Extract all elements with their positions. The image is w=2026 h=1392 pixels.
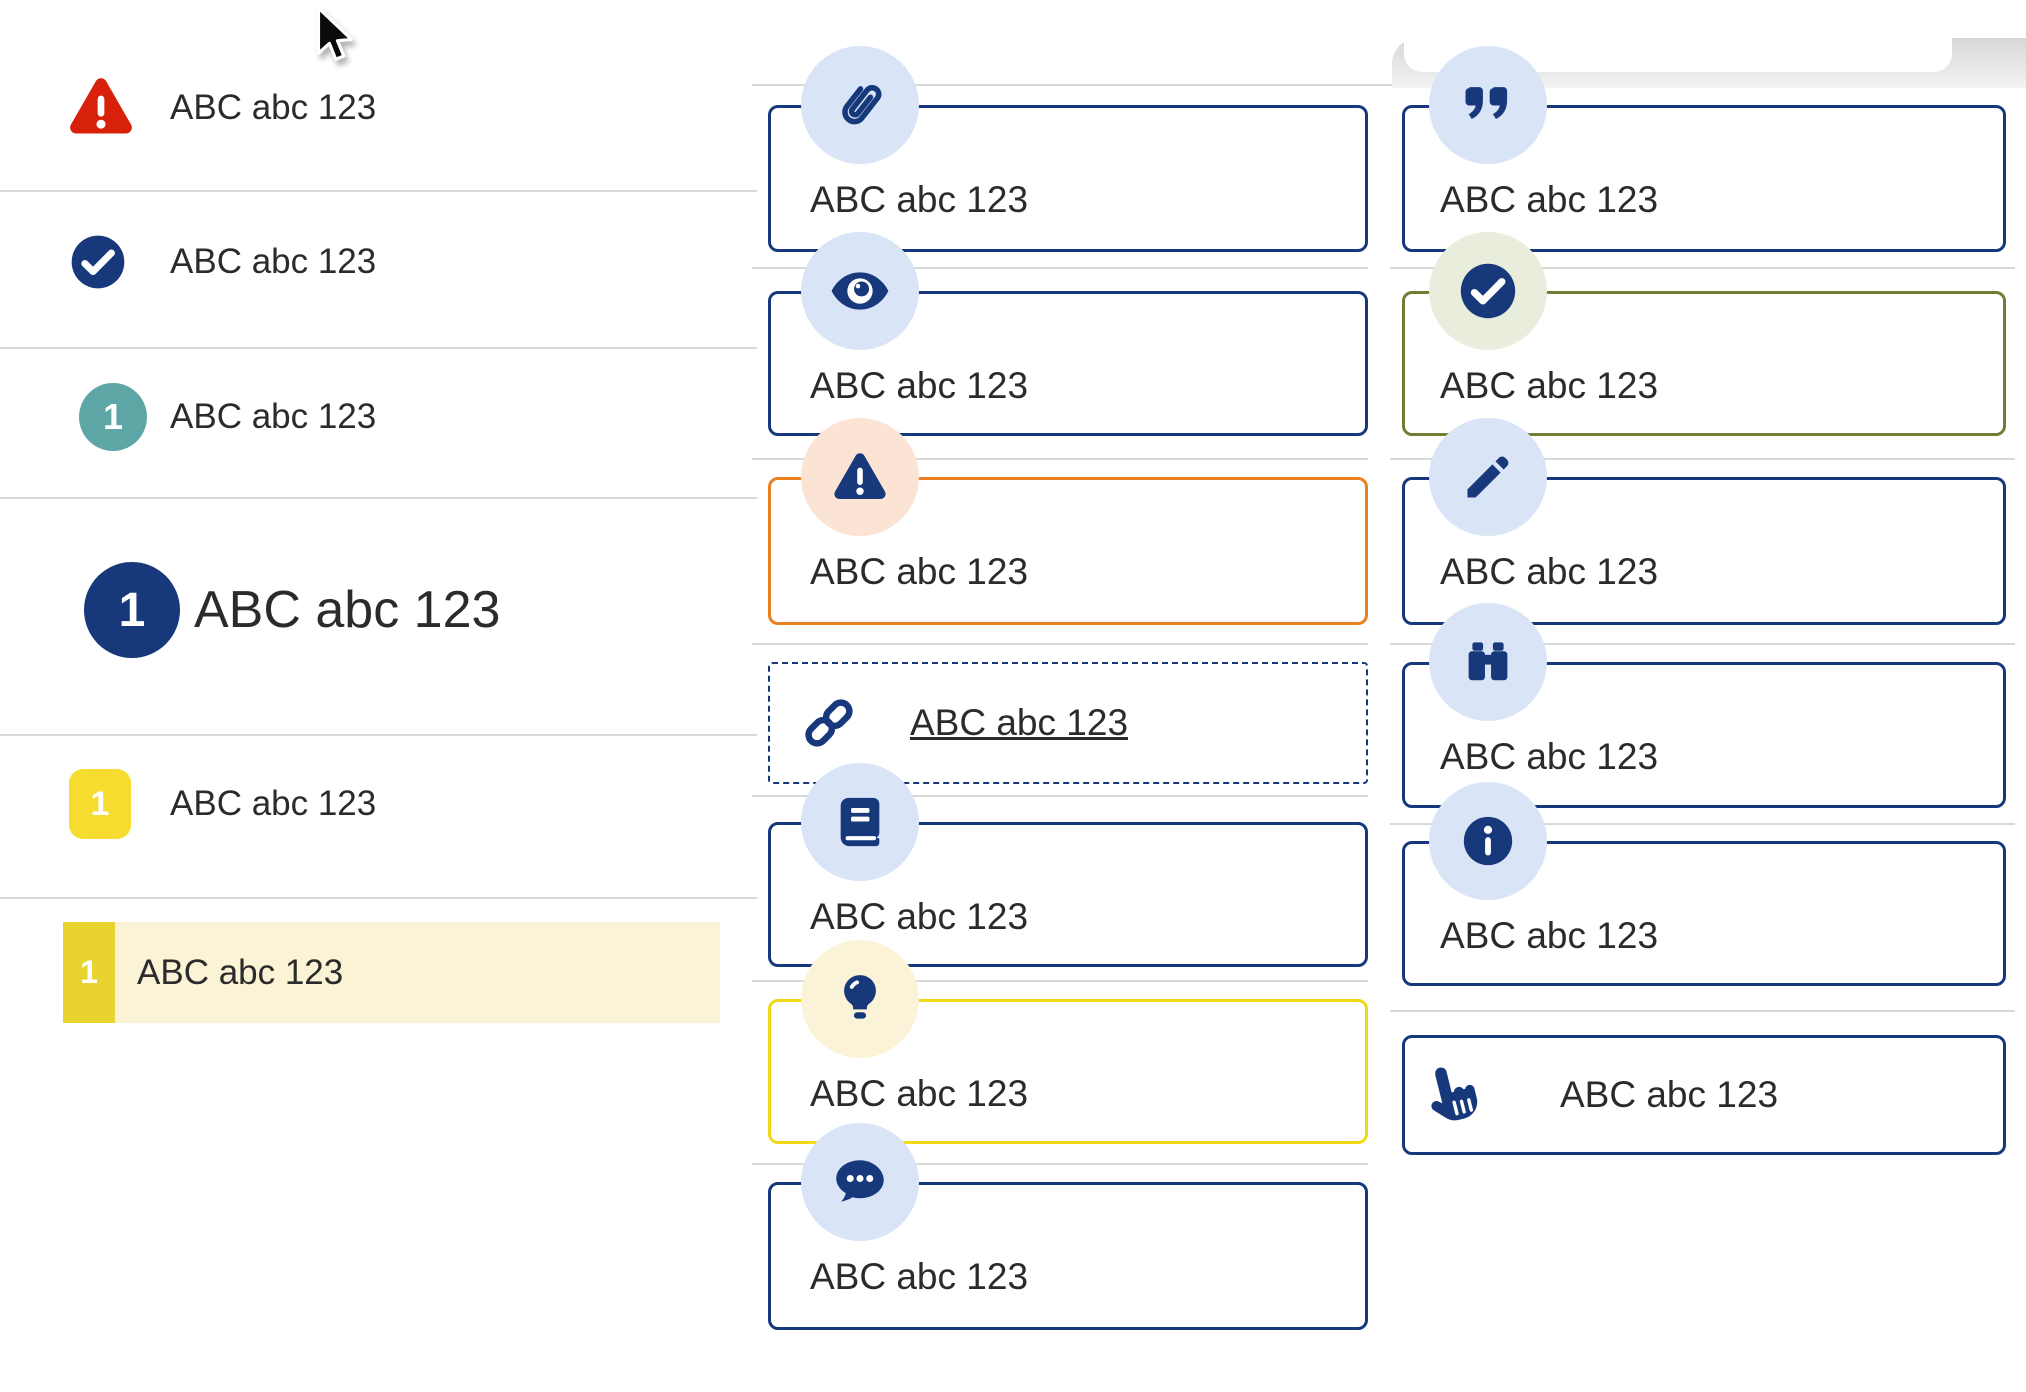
badge-number: 1 — [90, 784, 110, 823]
row-divider — [752, 795, 1368, 797]
row-divider — [752, 643, 1368, 645]
badge-number: 1 — [102, 396, 124, 437]
list-divider — [0, 347, 757, 349]
pencil-icon — [1429, 418, 1547, 536]
list-item-label: ABC abc 123 — [170, 88, 377, 127]
list-item-label: ABC abc 123 — [170, 784, 377, 823]
callout-label: ABC abc 123 — [810, 1256, 1029, 1297]
list-divider — [0, 734, 757, 736]
callout-label: ABC abc 123 — [810, 551, 1029, 592]
callout-label: ABC abc 123 — [810, 896, 1029, 937]
info-circle-icon — [1429, 782, 1547, 900]
quote-icon — [1429, 46, 1547, 164]
row-divider — [752, 1163, 1368, 1165]
number-badge: 1 — [63, 922, 115, 1023]
badge-number: 1 — [118, 583, 146, 637]
badge-number: 1 — [80, 954, 98, 990]
callout-label: ABC abc 123 — [810, 365, 1029, 406]
number-badge: 1 — [79, 383, 147, 451]
callout-label: ABC abc 123 — [810, 179, 1029, 220]
row-divider — [752, 458, 1368, 460]
link-icon — [805, 699, 853, 747]
callout-label: ABC abc 123 — [810, 1073, 1029, 1114]
list-item-selected[interactable]: 1 ABC abc 123 — [63, 922, 720, 1023]
row-divider — [1390, 267, 2015, 269]
hand-pointer-icon — [1431, 1067, 1478, 1121]
list-divider — [0, 897, 757, 899]
number-badge: 1 — [84, 562, 180, 658]
row-divider — [752, 267, 1368, 269]
callout-label: ABC abc 123 — [1440, 915, 1659, 956]
check-circle-icon — [71, 235, 125, 289]
check-circle-icon — [1429, 232, 1547, 350]
callout-link-text[interactable]: ABC abc 123 — [910, 702, 1129, 743]
top-divider — [752, 84, 2026, 86]
list-item-label: ABC abc 123 — [137, 952, 344, 992]
callout-label: ABC abc 123 — [1440, 736, 1659, 777]
list-item-label: ABC abc 123 — [194, 581, 501, 639]
callout-quote — [1402, 105, 2006, 252]
list-divider — [0, 190, 757, 192]
callout-label: ABC abc 123 — [1440, 365, 1659, 406]
binoculars-icon — [1429, 603, 1547, 721]
row-divider — [1390, 823, 2015, 825]
row-divider — [752, 980, 1368, 982]
number-badge: 1 — [69, 769, 131, 839]
callout-label: ABC abc 123 — [1440, 551, 1659, 592]
book-icon — [801, 763, 919, 881]
alert-triangle-icon — [70, 78, 132, 134]
callout-label: ABC abc 123 — [1560, 1074, 1779, 1115]
list-item-label: ABC abc 123 — [170, 242, 377, 281]
callout-label: ABC abc 123 — [1440, 179, 1659, 220]
chat-bubble-icon — [801, 1123, 919, 1241]
mouse-cursor — [316, 6, 354, 61]
list-item-label: ABC abc 123 — [170, 397, 377, 436]
eye-icon — [801, 232, 919, 350]
lightbulb-icon — [801, 940, 919, 1058]
paperclip-icon — [801, 46, 919, 164]
row-divider — [1390, 643, 2015, 645]
row-divider — [1390, 458, 2015, 460]
row-divider — [1390, 1010, 2015, 1012]
list-divider — [0, 497, 757, 499]
callout-action — [1402, 1035, 2006, 1155]
alert-triangle-icon — [801, 418, 919, 536]
